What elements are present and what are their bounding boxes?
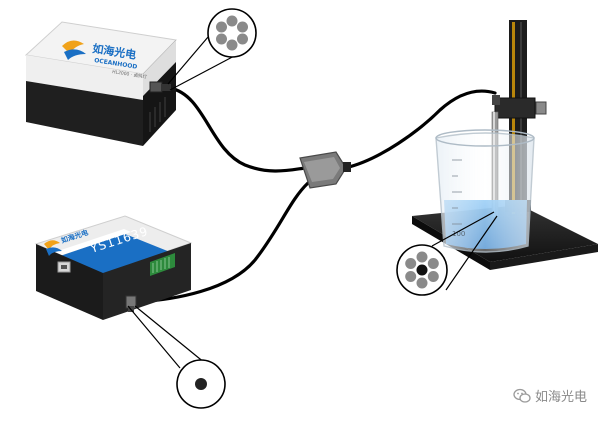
spectrometer-unit: 如海光电 YS11639: [34, 215, 193, 320]
beaker: 100: [435, 129, 535, 253]
light-source-brand-text: 如海光电: [92, 41, 138, 62]
brand-logo-icon: [62, 40, 86, 60]
fiber-cables: [133, 86, 497, 304]
io-connector-icon: [150, 253, 175, 276]
watermark: 如海光电: [513, 386, 587, 405]
watermark-text: 如海光电: [535, 390, 588, 405]
beaker-scale-label: 100: [452, 230, 465, 238]
light-source-fiber-callout: [167, 8, 257, 91]
light-source-unit: 如海光电 OCEANHOOD HL2000 · 卤钨灯: [24, 21, 178, 146]
wechat-icon: [513, 388, 531, 403]
usb-port-icon: [57, 261, 71, 273]
probe-fiber-callout: [396, 211, 498, 296]
light-source-connector: [149, 81, 171, 93]
fiber-splitter: [299, 151, 351, 189]
spectrometer-logo-icon: [44, 240, 62, 256]
spectrometer-fiber-callout: [127, 305, 226, 409]
